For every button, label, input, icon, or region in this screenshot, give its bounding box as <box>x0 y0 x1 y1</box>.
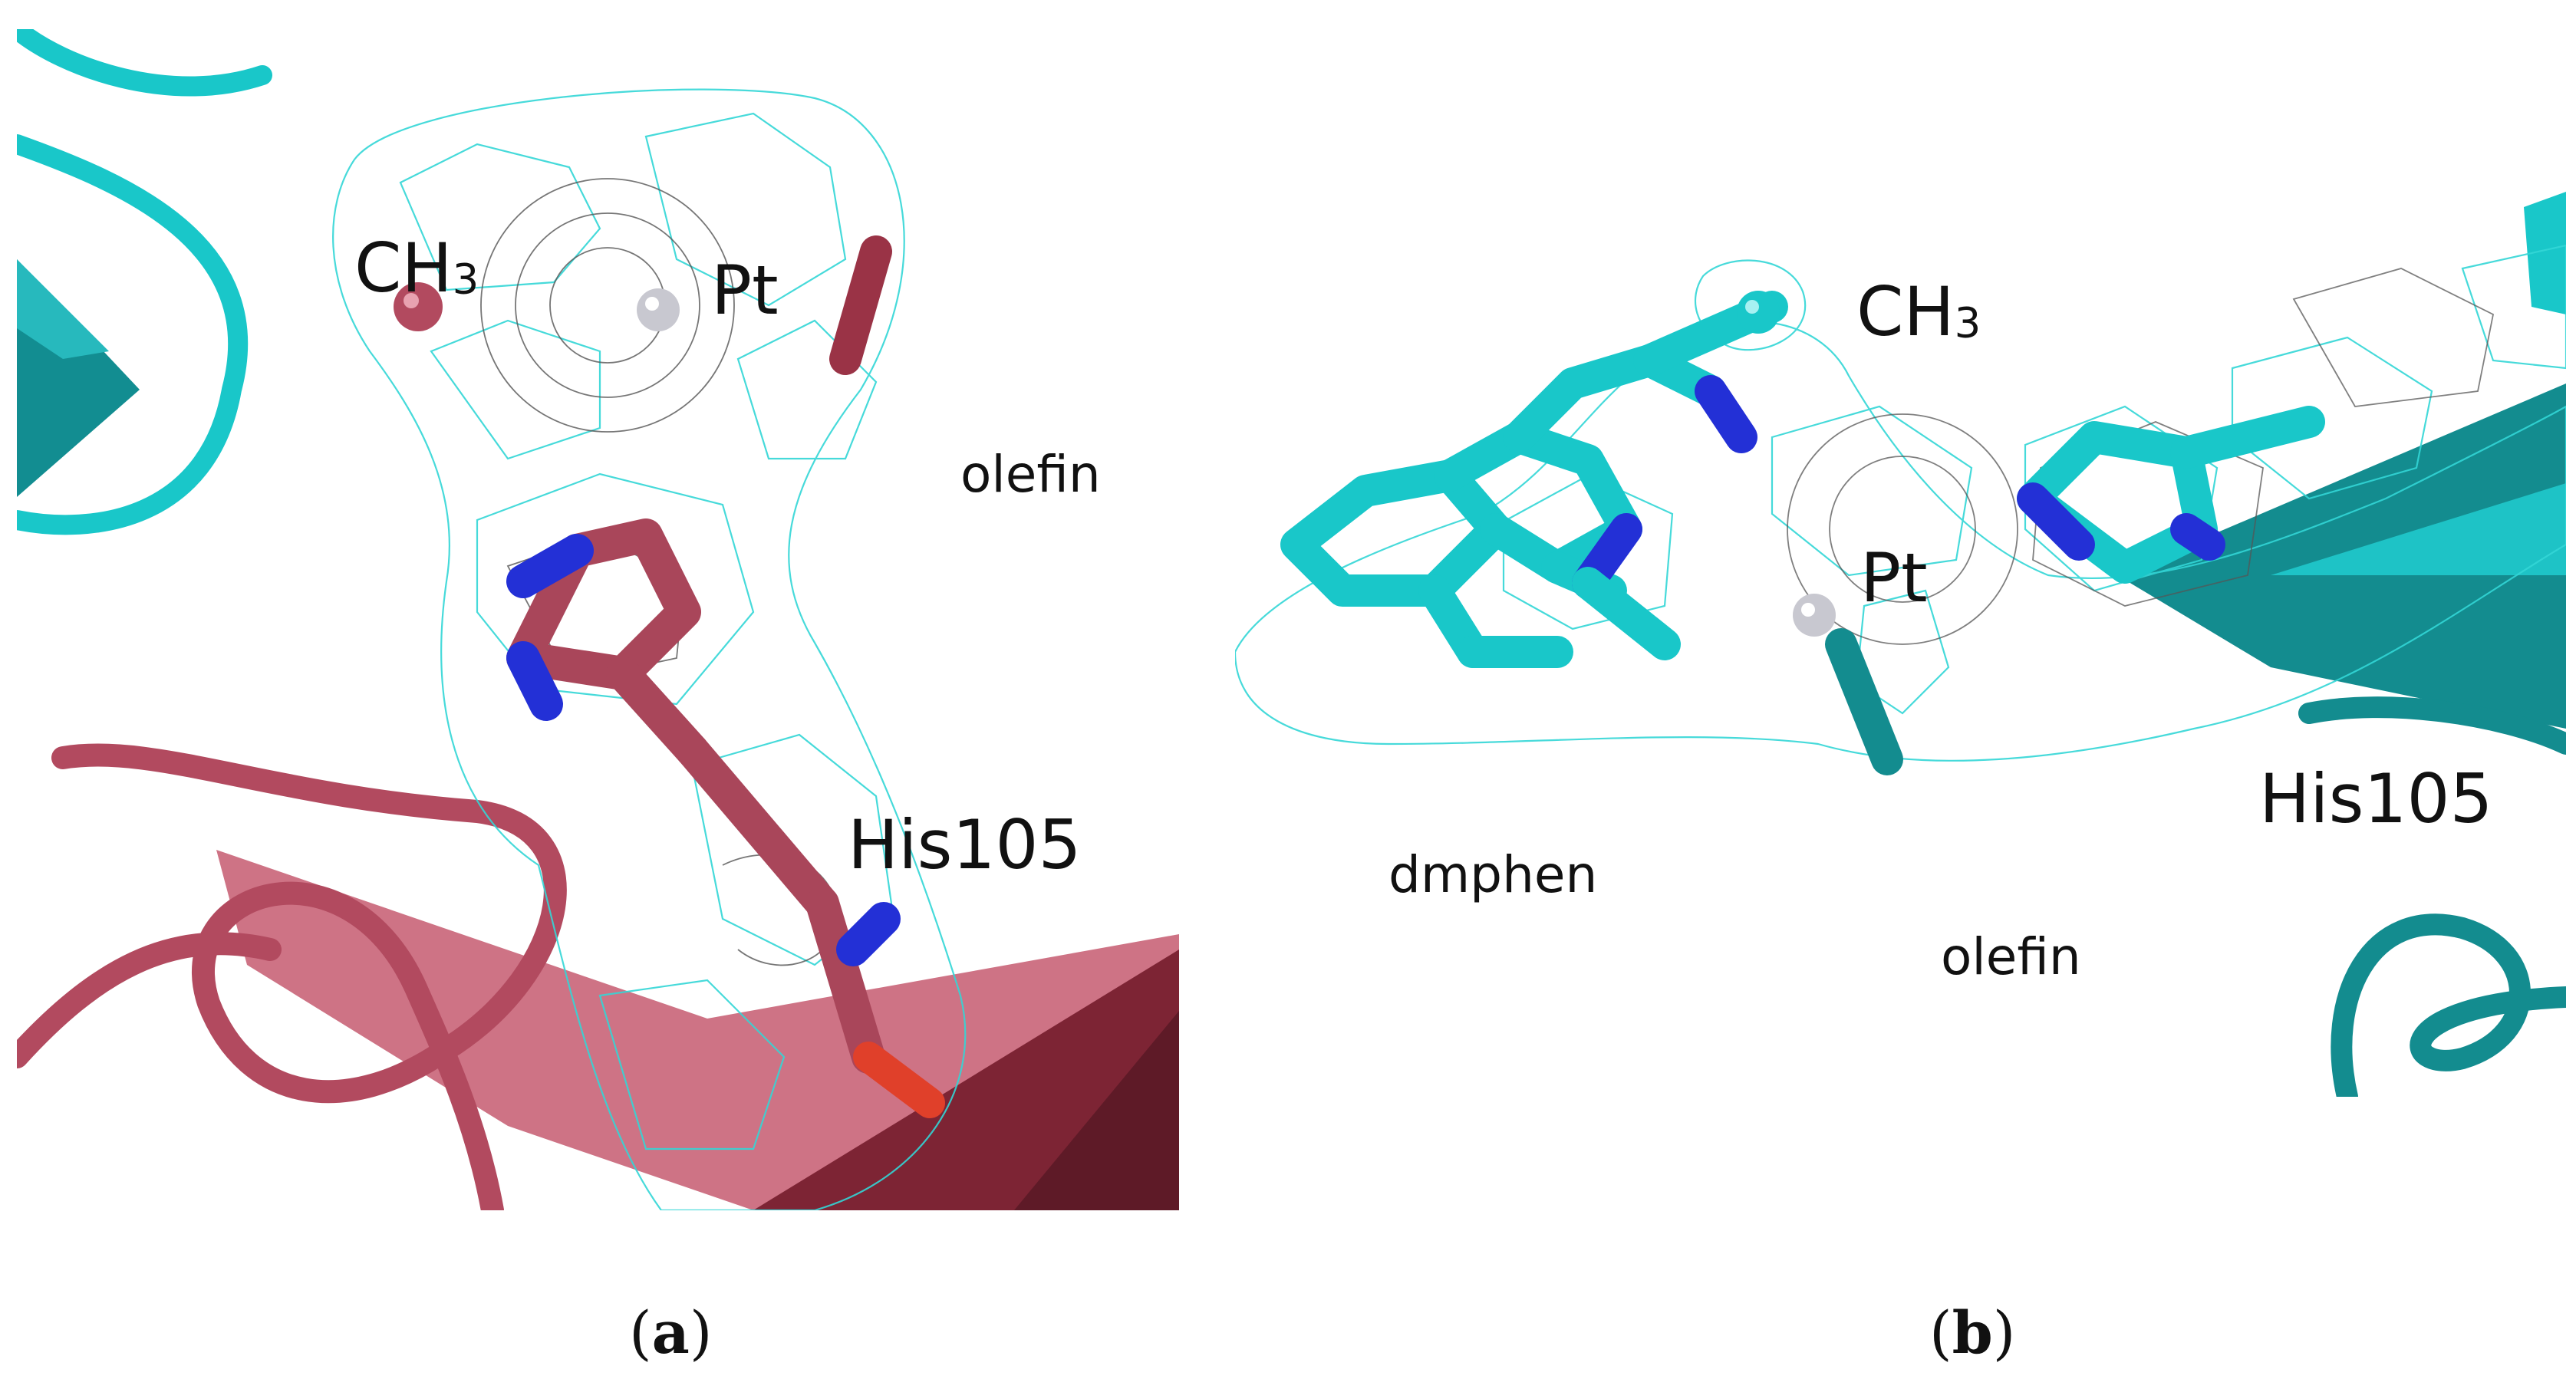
panel-b-structure-view: CH3 Pt dmphen olefin His105 <box>1235 115 2566 1097</box>
label-his105: His105 <box>2259 759 2493 838</box>
caption-a-letter: a <box>651 1298 690 1367</box>
platinum-atom <box>637 288 680 331</box>
caption-a-close: ) <box>689 1298 713 1367</box>
label-methyl-text: CH <box>1856 272 1955 351</box>
label-methyl: CH3 <box>1856 278 1981 346</box>
panel-a-structure-view: CH3 Pt olefin His105 <box>17 29 1179 1210</box>
label-methyl: CH3 <box>354 235 479 302</box>
caption-b-letter: b <box>1952 1298 1993 1367</box>
panel-a-render <box>17 29 1179 1210</box>
cyan-ribbon-left <box>17 134 249 535</box>
label-methyl-subscript: 3 <box>1954 298 1981 347</box>
label-olefin: olefin <box>960 445 1101 504</box>
caption-b-open: ( <box>1929 1298 1952 1367</box>
methyl-atom <box>1737 291 1780 334</box>
label-dmphen: dmphen <box>1388 845 1598 904</box>
caption-b-close: ) <box>1992 1298 2016 1367</box>
cyan-ribbon-top <box>17 29 272 97</box>
his105-stick-model <box>2017 406 2325 584</box>
panel-b-render <box>1235 192 2566 1097</box>
his105-stick-model <box>506 518 945 1118</box>
label-his105: His105 <box>848 805 1082 884</box>
methyl-atom <box>394 282 443 331</box>
label-platinum: Pt <box>711 251 779 330</box>
olefin-stick <box>829 235 892 375</box>
platinum-atom <box>1793 594 1836 637</box>
maroon-ribbon <box>51 743 567 1210</box>
caption-a: (a) <box>629 1304 713 1362</box>
label-methyl-text: CH <box>354 229 453 308</box>
caption-a-open: ( <box>629 1298 652 1367</box>
caption-b: (b) <box>1929 1304 2015 1362</box>
olefin-stick <box>1825 628 1903 775</box>
cyan-ribbon-right <box>2331 913 2566 1097</box>
dmphen-stick-model <box>1280 291 1788 668</box>
density-mesh-dark <box>1787 268 2495 645</box>
density-mesh-cyan <box>332 88 967 1210</box>
label-methyl-subscript: 3 <box>452 254 479 304</box>
label-platinum: Pt <box>1860 538 1928 617</box>
label-olefin: olefin <box>1941 927 2081 986</box>
